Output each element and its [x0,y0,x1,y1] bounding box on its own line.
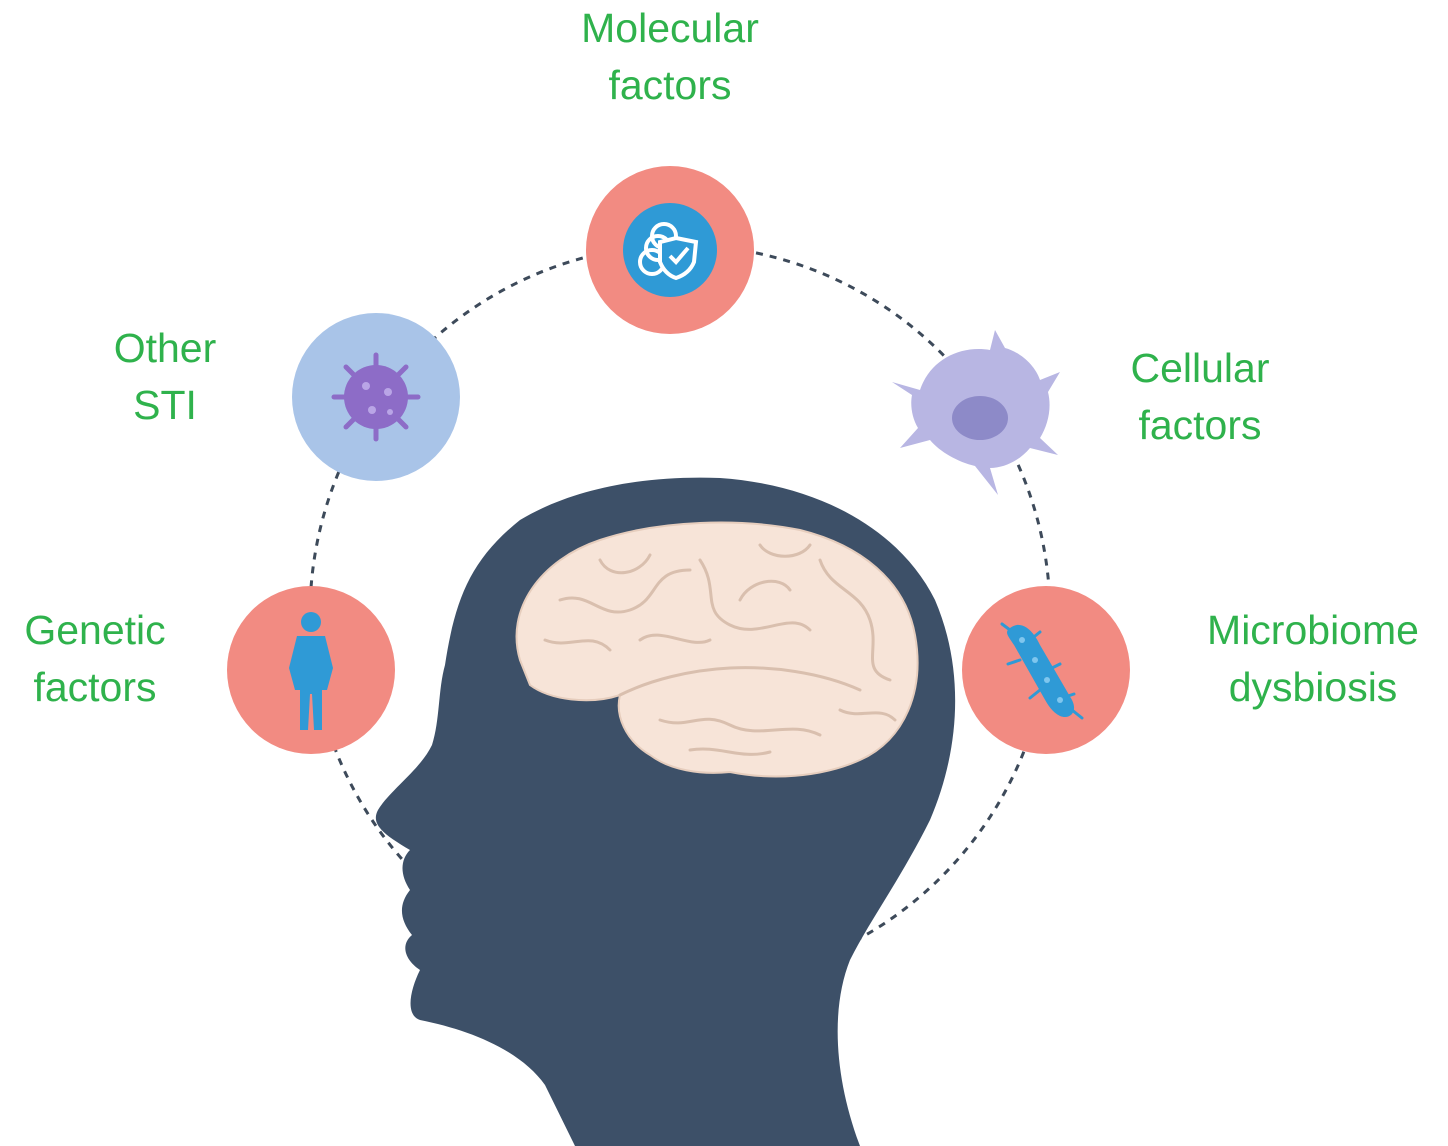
molecular-label-line-1: Molecular [560,0,780,57]
molecular-node [586,166,754,334]
other-sti-node [292,313,460,481]
dendritic-cell-icon [892,330,1060,495]
microbiome-node [962,586,1130,754]
genetic-node [227,586,395,754]
virus-icon [334,355,418,439]
genetic-label-line-1: Genetic [0,602,190,659]
genetic-factors-label: Genetic factors [0,602,190,716]
other-sti-label: Other STI [70,320,260,434]
molecular-factors-label: Molecular factors [560,0,780,114]
cellular-label-line-2: factors [1095,397,1305,454]
other-sti-label-line-1: Other [70,320,260,377]
molecular-label-line-2: factors [560,57,780,114]
microbiome-label-line-2: dysbiosis [1178,659,1448,716]
other-sti-label-line-2: STI [70,377,260,434]
microbiome-label-line-1: Microbiome [1178,602,1448,659]
cellular-factors-label: Cellular factors [1095,340,1305,454]
microbiome-dysbiosis-label: Microbiome dysbiosis [1178,602,1448,716]
cellular-label-line-1: Cellular [1095,340,1305,397]
genetic-label-line-2: factors [0,659,190,716]
